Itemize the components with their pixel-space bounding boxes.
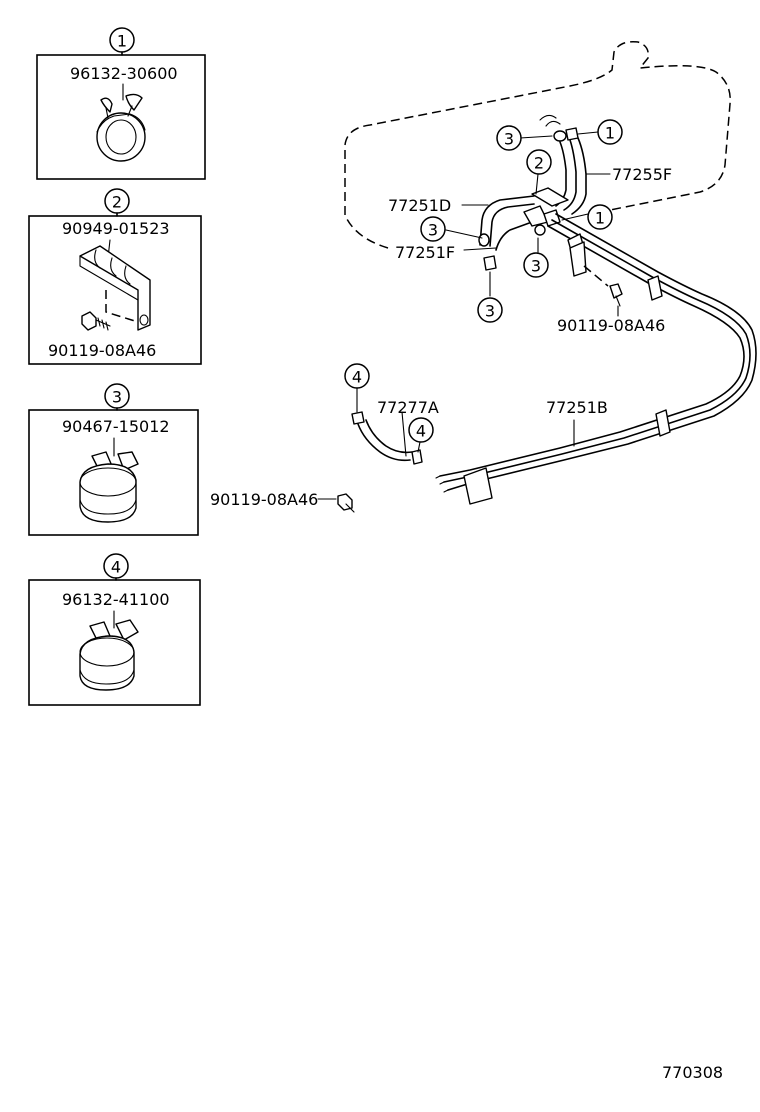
- hose-clamp-3-icon: [79, 451, 139, 523]
- part-label-77251D: 77251D: [388, 196, 451, 215]
- svg-text:3: 3: [531, 257, 541, 276]
- diagram-id: 770308: [662, 1063, 723, 1082]
- callout-3b: 3: [420, 216, 446, 242]
- svg-text:3: 3: [428, 221, 438, 240]
- legend-item-3: 3 90467-15012: [28, 383, 199, 536]
- part-label-77251B: 77251B: [546, 398, 608, 417]
- fuel-tank-outline: [344, 40, 731, 249]
- hose-clamp-4-icon: [79, 619, 139, 691]
- legend-index-3: 3: [112, 388, 122, 407]
- callout-2: 2: [526, 149, 552, 175]
- svg-text:4: 4: [352, 368, 362, 387]
- callout-3a: 3: [496, 125, 522, 151]
- bolt-icon: [81, 311, 111, 331]
- svg-text:4: 4: [416, 422, 426, 441]
- legend-index-4: 4: [111, 558, 121, 577]
- svg-text:1: 1: [605, 124, 615, 143]
- svg-text:2: 2: [534, 154, 544, 173]
- callout-1b: 1: [587, 204, 613, 230]
- legend-index-2: 2: [112, 193, 122, 212]
- legend-bolt-no-2: 90119-08A46: [48, 341, 156, 360]
- upper-fuel-pipes: [478, 114, 587, 271]
- callout-3d: 3: [477, 297, 503, 323]
- hose-clamp-1-icon: [96, 83, 146, 162]
- main-fuel-pipes: [435, 213, 757, 505]
- legend-index-1: 1: [117, 32, 127, 51]
- part-label-77277A: 77277A: [377, 398, 439, 417]
- legend-item-2: 2 90949-01523 90119-08A46: [28, 188, 202, 365]
- legend-part-no-4: 96132-41100: [62, 590, 170, 609]
- legend-part-no-2: 90949-01523: [62, 219, 170, 238]
- svg-text:3: 3: [504, 130, 514, 149]
- hose-77277A: [351, 411, 423, 465]
- callout-4a: 4: [344, 363, 370, 389]
- legend-part-no-1: 96132-30600: [70, 64, 178, 83]
- legend-part-no-3: 90467-15012: [62, 417, 170, 436]
- svg-text:3: 3: [485, 302, 495, 321]
- callout-1a: 1: [597, 119, 623, 145]
- part-label-77255F: 77255F: [612, 165, 672, 184]
- part-label-90119-left: 90119-08A46: [210, 490, 318, 509]
- legend-item-1: 1 96132-30600: [36, 27, 206, 180]
- callout-4b: 4: [408, 417, 434, 443]
- svg-text:1: 1: [595, 209, 605, 228]
- part-label-90119-right: 90119-08A46: [557, 316, 665, 335]
- legend-item-4: 4 96132-41100: [28, 553, 201, 706]
- callout-3c: 3: [523, 252, 549, 278]
- bolt-left-icon: [337, 493, 355, 513]
- fuel-pipe-clamp-icon: [79, 245, 151, 331]
- part-label-77251F: 77251F: [395, 243, 455, 262]
- leader-lines: [317, 131, 619, 500]
